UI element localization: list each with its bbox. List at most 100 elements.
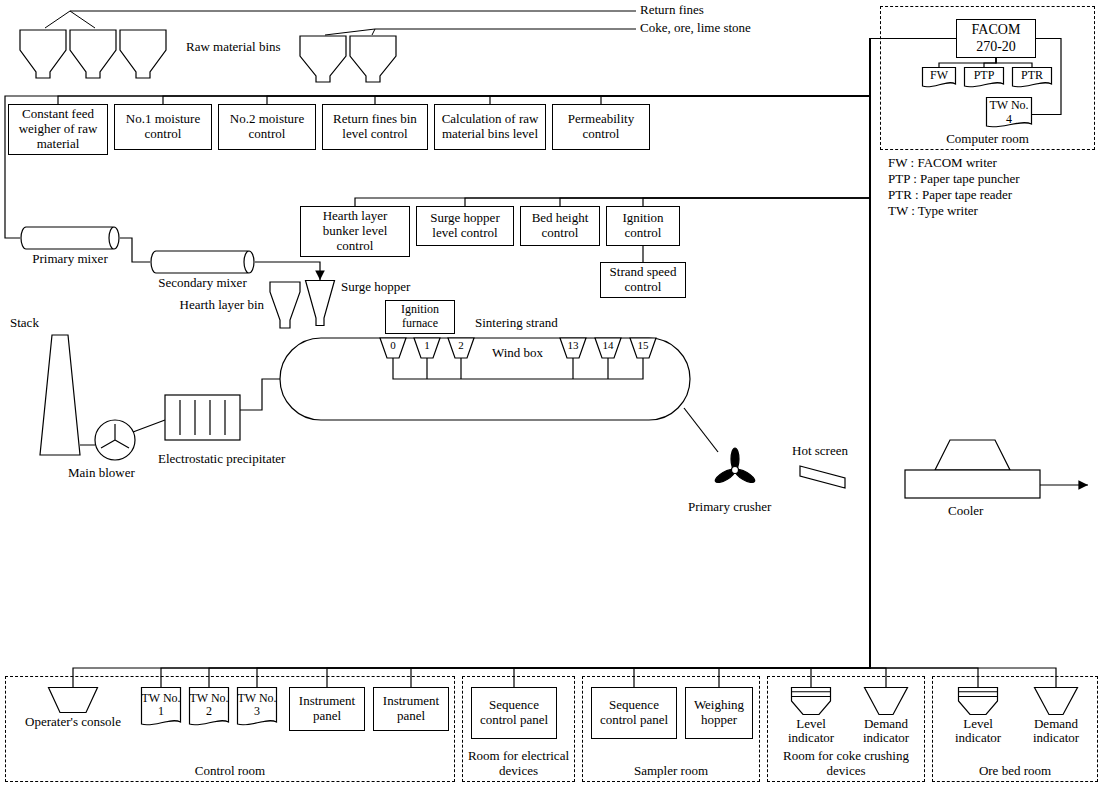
node-text: Permeability control [556, 112, 646, 142]
part-label: Primary crusher [688, 500, 771, 515]
console-symbol: Operater's console [13, 687, 133, 729]
abbreviation-note: FW : FACOM writer [888, 156, 997, 171]
abbreviation-note: TW : Type writer [888, 204, 978, 219]
room-label: Ore bed room [979, 764, 1051, 778]
wind-box [414, 338, 440, 370]
process-box: Calculation of raw material bins level [434, 104, 546, 150]
signal-line [375, 39, 956, 105]
mixer-drum [150, 250, 255, 274]
part-label: Main blower [68, 466, 135, 481]
process-box: Hearth layer bunker level control [300, 206, 410, 257]
part-label: Hearth layer bin [168, 298, 264, 313]
node-text: Demand indicator [851, 717, 921, 746]
raw-material-bin [300, 36, 346, 82]
node-text: Sequence control panel [475, 698, 553, 728]
document-symbol: TW No. 2 [189, 687, 229, 727]
callout-number: 2 [448, 339, 474, 352]
process-box: Constant feed weigher of raw material [8, 104, 108, 155]
process-box: Ignition furnace [385, 300, 455, 334]
primary-crusher [713, 448, 756, 485]
node-text: TW No. 1 [141, 692, 181, 718]
room-label: Computer room [946, 132, 1029, 146]
level-indicator: Level indicator [943, 687, 1013, 746]
shape-outline [965, 68, 1004, 87]
mixer-drum: Secondary mixer [150, 250, 255, 290]
signal-line [719, 39, 956, 688]
process-box: Bed height control [520, 206, 600, 246]
node-text: PTR [1021, 69, 1043, 82]
room-region: FACOM 270-20FWPTPPTRTW No. 4Computer roo… [880, 6, 1095, 150]
shape-outline [1035, 688, 1078, 715]
callout-number: 15 [630, 339, 656, 352]
document-symbol: TW No. 3 [237, 687, 277, 727]
signal-line [120, 238, 150, 262]
raw-material-bin [20, 30, 66, 78]
raw-material-bin [350, 36, 396, 82]
leader-line [45, 11, 636, 28]
signal-line [514, 39, 956, 688]
shape-outline [792, 688, 831, 715]
mixer-drum [20, 226, 120, 250]
signal-line [642, 246, 643, 262]
signal-line [411, 39, 956, 688]
shape-outline [190, 688, 229, 725]
node-text: TW No. 2 [189, 692, 229, 718]
process-box: Sequence control panel [591, 687, 677, 739]
node-text: Ignition control [610, 211, 676, 241]
wind-box [560, 338, 586, 370]
node-text: Instrument panel [293, 694, 361, 724]
shape-outline [1013, 68, 1052, 87]
signal-line [161, 39, 956, 688]
signal-line [163, 39, 956, 105]
node-text: Primary mixer [20, 252, 120, 266]
signal-line [257, 39, 956, 688]
room-label: Sampler room [634, 764, 708, 778]
signal-line [996, 58, 1032, 67]
signal-line [355, 39, 956, 207]
signal-line [939, 58, 996, 67]
node-text: Operater's console [13, 715, 133, 729]
node-text: Strand speed control [604, 265, 682, 295]
part-label: Raw material bins [186, 40, 281, 55]
level-indicator [791, 687, 831, 715]
room-label: Room for coke crushing devices [772, 749, 920, 778]
gas-duct [80, 379, 280, 445]
room-label: Room for electrical devices [467, 749, 570, 778]
blower-impeller [101, 424, 129, 448]
process-box: Sequence control panel [471, 687, 557, 739]
demand-indicator [1034, 687, 1078, 715]
shape-outline [987, 98, 1032, 127]
cooler [905, 470, 1040, 498]
shape-outline [306, 281, 335, 326]
demand-indicator [864, 687, 908, 715]
shape-outline [142, 688, 181, 725]
demand-indicator: Demand indicator [851, 687, 921, 746]
demand-indicator: Demand indicator [1021, 687, 1091, 746]
part-label: Electrostatic precipitater [158, 452, 285, 467]
hopper-symbol [305, 280, 335, 326]
node-text: Sequence control panel [595, 698, 673, 728]
room-label: Control room [195, 764, 265, 778]
signal-line [870, 39, 956, 688]
node-text: Demand indicator [1021, 717, 1091, 746]
raw-material-bin [120, 30, 166, 78]
shape-outline [21, 227, 119, 249]
node-text: PTP [974, 69, 995, 82]
room-region: Operater's console TW No. 1 TW No. 2 TW No.… [5, 676, 455, 782]
main-blower [95, 420, 135, 460]
part-label: Cooler [948, 504, 983, 519]
part-label: Hot screen [792, 444, 848, 459]
room-region: Level indicatorDemand indicatorOre bed r… [932, 676, 1098, 782]
shape-outline [959, 688, 998, 715]
part-label: Wind box [492, 346, 543, 361]
shape-outline [238, 688, 277, 725]
console-symbol [48, 687, 98, 713]
discharge-chute [684, 408, 718, 452]
node-text: Constant feed weigher of raw material [12, 107, 104, 152]
process-box: Permeability control [552, 104, 650, 150]
precipitater-plates [180, 400, 225, 435]
wind-main [393, 370, 643, 379]
process-box: Weighing hopper [685, 687, 753, 739]
process-box: Instrument panel [373, 687, 449, 731]
document-symbol: FW [922, 67, 956, 89]
